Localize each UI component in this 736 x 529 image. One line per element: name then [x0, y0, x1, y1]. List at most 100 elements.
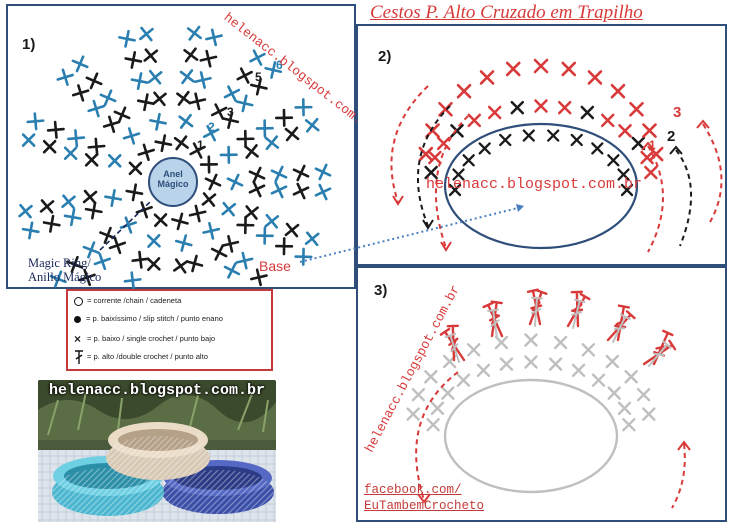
direction-arrow-path: [417, 105, 451, 227]
panel-1-magic-ring: 1) Anel Mágico 1 2 3 5 6 helenacc.blogsp…: [6, 4, 378, 290]
stitch-cross-icon: [201, 192, 217, 207]
stitch-cross-stroke: [128, 161, 143, 176]
single-crochet-symbol-icon: ×: [74, 332, 82, 346]
stitch-cross-icon: [63, 146, 78, 161]
stitch-cross-stroke: [275, 237, 294, 256]
stitch-cross-icon: [66, 255, 84, 274]
stitch-cross-stroke: [617, 401, 632, 415]
stitch-cross-icon: [236, 216, 255, 235]
direction-arrow-path: [647, 145, 664, 253]
stitch-cross-stroke: [505, 61, 521, 77]
stitch-cross-stroke: [418, 146, 434, 162]
stitch-cross-icon: [102, 115, 121, 133]
stitch-cross-stroke: [118, 29, 136, 48]
stitch-cross-stroke: [264, 61, 283, 79]
stitch-cross-icon: [202, 221, 221, 240]
stitch-cross-stroke: [622, 418, 636, 432]
stitch-cross-icon: [18, 203, 33, 219]
stitch-cross-icon: [580, 105, 595, 120]
stitch-cross-stroke: [173, 258, 189, 274]
stitch-cross-icon: [561, 61, 577, 77]
stitch-cross-icon: [82, 189, 98, 205]
stitch-cross-icon: [430, 401, 445, 415]
stitch-cross-stroke: [202, 124, 220, 142]
stitch-cross-icon: [199, 155, 219, 174]
stitch-cross-stroke: [249, 49, 266, 66]
stitch-cross-stroke: [292, 164, 310, 182]
stitch-cross-icon: [153, 213, 168, 228]
magic-ring-line1: Magic Ring/: [28, 256, 91, 270]
stitch-cross-icon: [173, 135, 189, 151]
stitch-cross-icon: [21, 133, 36, 147]
stitch-cross-icon: [524, 333, 538, 347]
stitch-cross-stroke: [123, 271, 142, 290]
stitch-cross-icon: [425, 123, 440, 138]
arrow-head-icon: [392, 195, 404, 206]
stitch-cross-icon: [244, 144, 259, 159]
stitch-cross-icon: [149, 112, 167, 131]
stitch-cross-stroke: [618, 124, 632, 138]
p2-round-label-1: 1: [649, 138, 656, 152]
round-label-6: 6: [276, 58, 283, 72]
double-crochet-stitch-icon: [612, 313, 631, 343]
stitch-cross-stroke: [487, 105, 502, 120]
stitch-cross-icon: [591, 373, 606, 387]
stitch-cross-icon: [93, 252, 111, 271]
stitch-cross-stroke: [587, 70, 603, 85]
stitch-cross-icon: [284, 126, 300, 142]
stitch-cross-stroke: [292, 182, 310, 200]
stitch-cross-icon: [249, 49, 266, 66]
round-label-5: 5: [255, 70, 262, 84]
stitch-cross-icon: [499, 357, 514, 371]
stitch-cross-stroke: [524, 333, 538, 347]
stitch-cross-stroke: [264, 213, 280, 229]
stitch-cross-stroke: [450, 124, 464, 138]
stitch-cross-stroke: [223, 85, 241, 102]
direction-arrow-path: [702, 123, 723, 223]
direction-arrow-path: [671, 443, 686, 509]
stitch-cross-icon: [450, 124, 464, 138]
stitch-cross-stroke: [152, 91, 167, 107]
stitch-cross-stroke: [425, 123, 440, 138]
stitch-cross-icon: [61, 194, 76, 209]
stitch-cross-stroke: [108, 236, 127, 255]
stitch-cross-icon: [275, 237, 294, 256]
stitch-cross-stroke: [149, 112, 167, 131]
stitch-cross-icon: [49, 270, 67, 288]
stitch-cross-icon: [244, 205, 259, 220]
stitch-cross-stroke: [430, 401, 445, 415]
stitch-cross-icon: [176, 90, 192, 106]
stitch-cross-stroke: [642, 123, 657, 138]
panel-3-drawing: [406, 288, 691, 509]
stitch-cross-icon: [99, 89, 117, 107]
stitch-cross-icon: [193, 71, 212, 89]
stitch-cross-stroke: [438, 101, 453, 117]
stitch-cross-stroke: [119, 216, 138, 234]
panel-2-base: 2) 1 2 3 helenacc.blogspot.com.br: [356, 24, 727, 266]
stitch-cross-icon: [104, 189, 123, 208]
stitch-cross-stroke: [130, 72, 149, 91]
stitch-cross-icon: [125, 183, 144, 202]
gray-base-oval: [443, 378, 619, 494]
stitch-cross-icon: [522, 129, 535, 142]
double-crochet-stitch-icon: [648, 340, 672, 367]
stitch-cross-icon: [524, 355, 538, 369]
stitch-cross-icon: [99, 226, 117, 244]
baskets-photo-illustration: [38, 380, 276, 522]
stitch-cross-icon: [478, 142, 491, 155]
stitch-cross-icon: [226, 173, 244, 191]
stitch-cross-icon: [107, 153, 122, 168]
stitch-cross-icon: [505, 61, 521, 77]
stitch-cross-stroke: [199, 155, 219, 174]
stitch-cross-icon: [250, 268, 268, 287]
stitch-cross-stroke: [436, 136, 451, 151]
stitch-cross-stroke: [84, 201, 103, 220]
magic-ring-line2: Anillo Mágico: [28, 270, 102, 284]
stitch-cross-icon: [147, 69, 163, 85]
stitch-cross-icon: [610, 83, 626, 99]
stitch-cross-icon: [292, 164, 310, 182]
stitch-cross-icon: [173, 258, 189, 274]
stitch-cross-stroke: [46, 120, 65, 139]
stitch-cross-stroke: [424, 165, 438, 180]
panel-1-drawing: [18, 25, 332, 290]
